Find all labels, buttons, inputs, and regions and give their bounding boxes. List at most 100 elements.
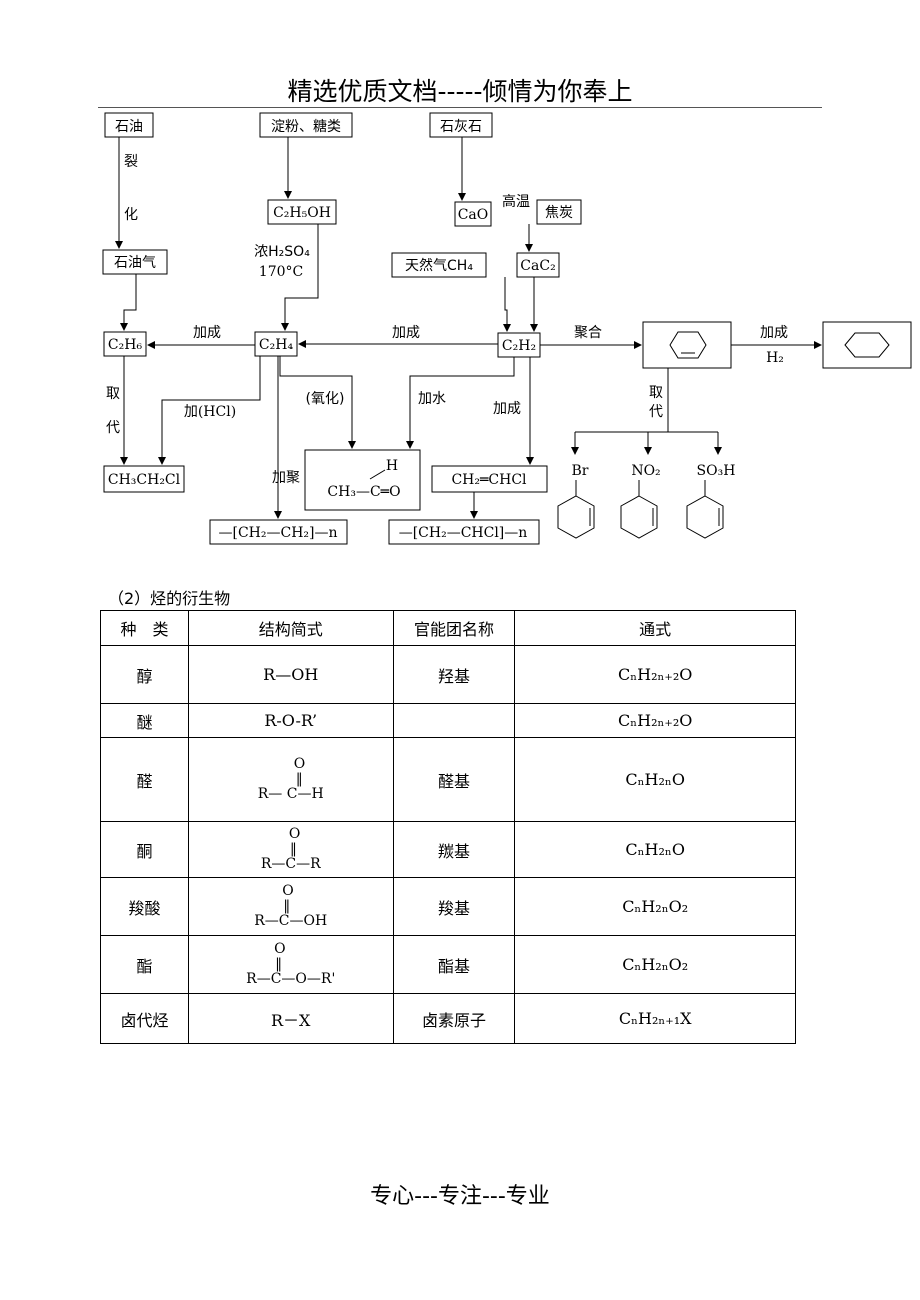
node-acetaldehyde-h: H (386, 458, 398, 474)
double-bond-mark: ‖ (295, 771, 303, 787)
box-limestone (429, 112, 493, 138)
box-polyethylene (209, 519, 348, 545)
label-subst-2b: 代 (649, 404, 663, 420)
table-row: 羧酸 O ‖ R—C—OH 羧基 CₙH₂ₙO₂ (100, 877, 796, 936)
box-vinyl-chloride (431, 465, 548, 493)
label-subst-1a: 取 (106, 386, 120, 402)
carbonyl-oxygen: O (293, 756, 306, 772)
node-coke: 焦炭 (545, 205, 573, 221)
node-cao: CaO (458, 207, 489, 223)
benzenesulfonic-acid-icon (686, 480, 724, 539)
structure-main: R—C—O—R' (246, 971, 336, 987)
box-chloroethane (103, 465, 185, 493)
node-starch: 淀粉、糖类 (271, 119, 341, 135)
table-row: 酯 O ‖ R—C—O—R' 酯基 CₙH₂ₙO₂ (100, 935, 796, 994)
box-benzene (642, 321, 732, 369)
structure-cell: R-O-R’ (187, 703, 394, 738)
node-cracked-gas: 石油气 (114, 255, 156, 271)
structure-cell: O ‖ R—C—O—R' (187, 935, 394, 994)
label-temperature: 170°C (259, 264, 303, 280)
header-rule (98, 107, 822, 108)
label-polymerize: 加聚 (272, 470, 300, 486)
group-cell: 羧基 (392, 877, 516, 936)
substituent-br: Br (572, 463, 589, 479)
formula-cell: CₙH₂ₙ₊₂O (514, 645, 796, 704)
label-conc-h2so4: 浓H₂SO₄ (254, 244, 310, 260)
double-bond-mark: ‖ (283, 898, 291, 914)
structure-cell: R—OH (187, 645, 394, 704)
page-footer: 专心---专注---专业 (370, 1184, 550, 1209)
box-ethane (103, 331, 147, 357)
formula-cell: CₙH₂ₙO₂ (514, 877, 796, 936)
label-add-2: 加成 (392, 325, 420, 341)
carbonyl-oxygen: O (274, 941, 286, 957)
bromobenzene-icon (557, 480, 595, 539)
nitrobenzene-icon (620, 480, 658, 539)
box-petroleum (104, 112, 154, 138)
node-ethane: C₂H₆ (108, 337, 143, 353)
label-crack-1: 裂 (124, 154, 138, 170)
label-add-4: 加成 (493, 401, 521, 417)
node-chloroethane: CH₃CH₂Cl (108, 472, 181, 488)
node-ethylene: C₂H₄ (259, 337, 294, 353)
structure-cell: O ‖ R—C—R (187, 821, 394, 878)
node-vinyl-chloride: CH₂═CHCl (451, 472, 527, 488)
box-pvc (388, 519, 540, 545)
kind-cell: 醚 (100, 703, 189, 738)
label-polymerize-trimer: 聚合 (574, 325, 602, 341)
box-coke (536, 199, 582, 225)
column-header: 结构简式 (187, 610, 394, 646)
benzene-icon (669, 331, 707, 359)
structure-main: R—C—OH (254, 913, 328, 929)
double-bond-mark: ‖ (289, 841, 297, 857)
kind-cell: 酮 (100, 821, 189, 878)
box-cac2 (516, 252, 560, 278)
label-add-hcl: 加(HCl) (184, 404, 236, 420)
formula-cell: CₙH₂ₙ₊₂O (514, 703, 796, 738)
box-ethanol (267, 199, 337, 225)
column-header: 通式 (514, 610, 796, 646)
node-ethanol: C₂H₅OH (273, 205, 331, 221)
table-row: 醇 R—OH 羟基 CₙH₂ₙ₊₂O (100, 645, 796, 704)
column-header: 种 类 (100, 610, 189, 646)
table-row: 酮 O ‖ R—C—R 羰基 CₙH₂ₙO (100, 821, 796, 878)
structure-main: R—C—R (260, 856, 321, 872)
group-cell: 羰基 (392, 821, 516, 878)
kind-cell: 卤代烃 (100, 993, 189, 1044)
formula-cell: CₙH₂ₙO (514, 821, 796, 878)
formula-cell: CₙH₂ₙ₊₁X (514, 993, 796, 1044)
column-header: 官能团名称 (392, 610, 516, 646)
label-h2: H₂ (766, 350, 784, 366)
node-acetaldehyde: CH₃—C═O (327, 484, 400, 500)
structure-main: R— C—H (257, 786, 324, 802)
substituent-no2: NO₂ (631, 463, 660, 479)
label-add-1: 加成 (193, 325, 221, 341)
group-cell: 醛基 (392, 737, 516, 822)
group-cell: 羟基 (392, 645, 516, 704)
formula-cell: CₙH₂ₙO (514, 737, 796, 822)
substituent-so3h: SO₃H (697, 463, 736, 479)
carbonyl-oxygen: O (282, 883, 294, 899)
label-add-water: 加水 (418, 391, 446, 407)
node-petroleum: 石油 (115, 119, 143, 135)
label-oxidation: (氧化) (306, 391, 345, 407)
kind-cell: 酯 (100, 935, 189, 994)
aldehyde-bond-lines (369, 469, 386, 480)
box-cyclohexane (822, 321, 912, 369)
node-pvc: —[CH₂—CHCl]—n (399, 525, 528, 541)
group-cell: 酯基 (392, 935, 516, 994)
carbonyl-oxygen: O (288, 826, 301, 842)
label-crack-2: 化 (124, 207, 138, 223)
section-title: （2）烃的衍生物 (108, 589, 231, 608)
node-limestone: 石灰石 (440, 119, 482, 135)
node-cac2: CaC₂ (520, 258, 555, 274)
hydrocarbon-relationship-diagram: 石油 淀粉、糖类 石灰石 C₂H₅OH CaO 焦炭 石油气 天然气CH₄ Ca… (102, 112, 912, 545)
structure-cell: R－X (187, 993, 394, 1044)
structure-cell: O ‖ R— C—H (187, 737, 394, 822)
node-polyethylene: —[CH₂—CH₂]—n (218, 525, 337, 541)
node-acetylene: C₂H₂ (502, 338, 536, 354)
formula-cell: CₙH₂ₙO₂ (514, 935, 796, 994)
box-cao (454, 201, 492, 227)
box-ethylene (254, 331, 298, 357)
label-high-temp: 高温 (502, 193, 530, 210)
